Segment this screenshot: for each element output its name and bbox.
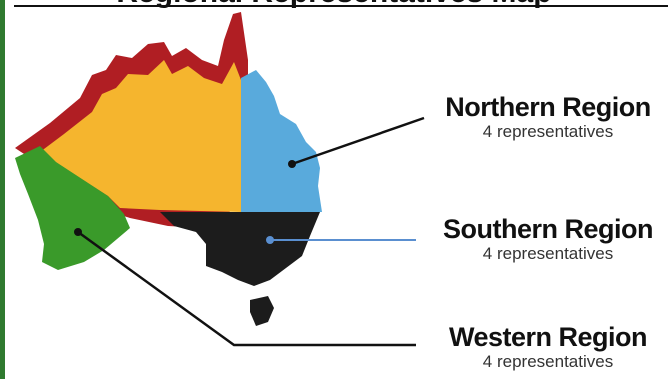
northern-region-label: Northern Region 4 representatives (428, 92, 668, 142)
northern-region-shape (241, 70, 322, 212)
western-region-shape (15, 146, 130, 270)
title-underline (14, 5, 668, 7)
southern-marker-dot (266, 236, 274, 244)
western-marker-dot (74, 228, 82, 236)
tasmania-shape (250, 296, 274, 326)
southern-region-name: Southern Region (443, 214, 654, 244)
northern-marker-dot (288, 160, 296, 168)
western-region-label: Western Region 4 representatives (428, 322, 668, 372)
northern-connector-line (291, 116, 425, 166)
central-region-shape (40, 60, 241, 212)
western-region-detail: 4 representatives (482, 352, 614, 371)
northern-region-name: Northern Region (445, 92, 651, 122)
western-region-name: Western Region (448, 322, 648, 352)
page-title: Regional Representatives Map (0, 0, 668, 8)
western-connector-line (77, 230, 416, 347)
northern-region-detail: 4 representatives (482, 122, 614, 141)
southern-region-shape (160, 212, 320, 286)
left-frame-border (0, 0, 5, 379)
southern-region-detail: 4 representatives (482, 244, 614, 263)
southern-region-label: Southern Region 4 representatives (428, 214, 668, 264)
